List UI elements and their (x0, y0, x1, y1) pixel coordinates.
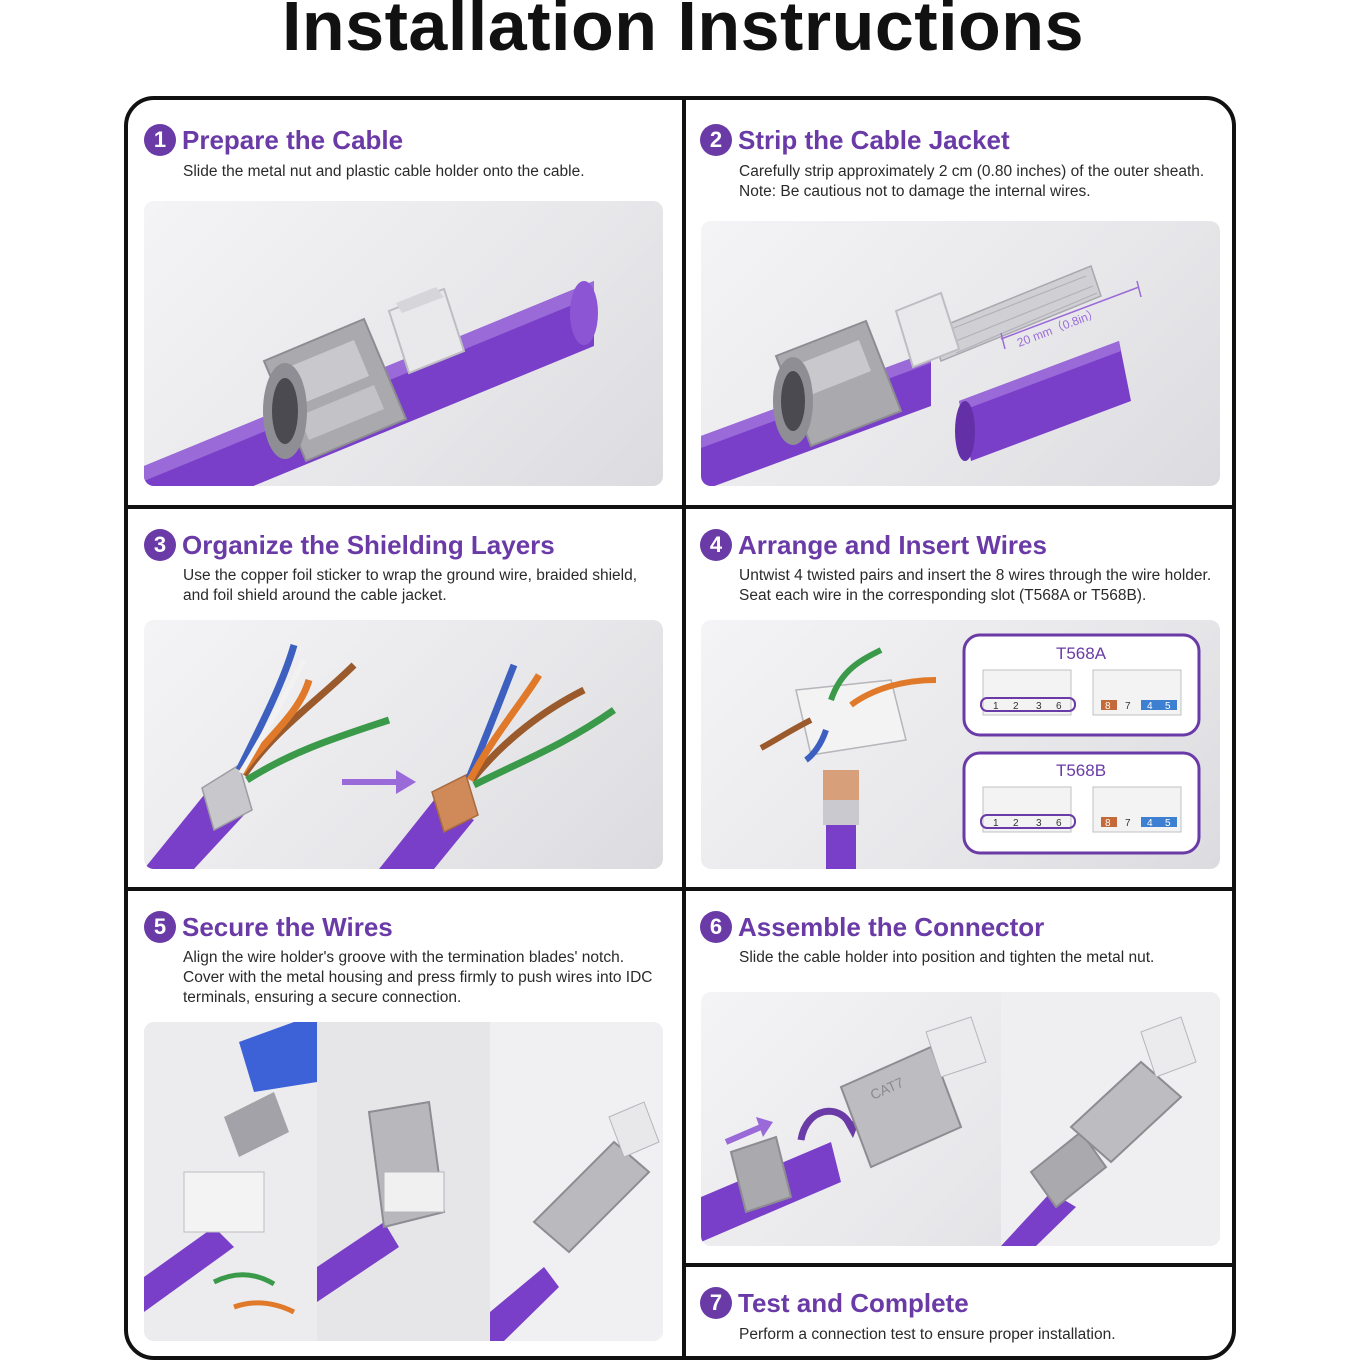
cable-before (144, 644, 391, 869)
row-divider-1 (128, 505, 1232, 509)
step-4-card: 4 Arrange and Insert Wires Untwist 4 twi… (686, 509, 1232, 887)
connector-assembled (1001, 1016, 1197, 1246)
step-7-number: 7 (700, 1287, 732, 1319)
step-1-number: 1 (144, 124, 176, 156)
step-6-card: 6 Assemble the Connector Slide the cable… (686, 891, 1232, 1263)
metal-nut (773, 319, 903, 448)
step-2-card: 2 Strip the Cable Jacket Carefully strip… (686, 100, 1232, 505)
step-1-title: Prepare the Cable (182, 124, 404, 155)
metal-housing-panel-2 (317, 1100, 446, 1302)
t568a-slot-5: 5 (1165, 701, 1171, 712)
step-5-number: 5 (144, 911, 176, 943)
t568a-slots-left: 1 (993, 701, 999, 712)
step-1-card: 1 Prepare the Cable Slide the metal nut … (128, 100, 682, 505)
t568a-slot-8: 8 (1105, 701, 1111, 712)
row-divider-3 (684, 1263, 1232, 1267)
t568b-slot-1: 1 (993, 818, 999, 829)
step-6-title: Assemble the Connector (738, 911, 1045, 942)
step-4-title: Arrange and Insert Wires (738, 529, 1047, 560)
step-7-card: 7 Test and Complete Perform a connection… (686, 1267, 1232, 1356)
t568a-slot-7: 7 (1125, 701, 1131, 712)
step-2-number: 2 (700, 124, 732, 156)
step-4-illustration: T568A 1 2 3 6 8 7 4 5 T568 (701, 620, 1220, 869)
step-2-description: Carefully strip approximately 2 cm (0.80… (739, 163, 1205, 200)
step-5-illustration (144, 1022, 663, 1341)
t568a-label: T568A (1056, 644, 1107, 663)
row-divider-2 (128, 887, 1232, 891)
t568b-slot-7: 7 (1125, 818, 1131, 829)
assembled-connector-panel-3 (490, 1101, 660, 1341)
t568b-slot-4: 4 (1147, 818, 1153, 829)
crimp-tool (224, 1022, 317, 1157)
step-4-number: 4 (700, 529, 732, 561)
step-3-number: 3 (144, 529, 176, 561)
step-7-title: Test and Complete (738, 1287, 969, 1318)
page-title: Installation Instructions (281, 0, 1085, 65)
instructions-frame: 1 Prepare the Cable Slide the metal nut … (124, 96, 1236, 1360)
plastic-cable-holder (387, 287, 466, 375)
wire-holder-panel-1 (144, 1171, 296, 1315)
step-5-title: Secure the Wires (182, 911, 393, 942)
step-3-card: 3 Organize the Shielding Layers Use the … (128, 509, 682, 887)
t568a-slot-2: 2 (1013, 701, 1019, 712)
connector-before-tightening: CAT7 (701, 1016, 987, 1242)
step-3-description: Use the copper foil sticker to wrap the … (183, 567, 638, 604)
wire-holder (759, 647, 937, 869)
t568b-slot-3: 3 (1036, 818, 1042, 829)
t568b-diagram: T568B 1 2 3 6 8 7 4 5 (962, 751, 1201, 855)
step-5-card: 5 Secure the Wires Align the wire holder… (128, 891, 682, 1356)
arrow-icon (342, 770, 416, 794)
step-6-illustration: CAT7 (701, 992, 1220, 1246)
step-4-description: Untwist 4 twisted pairs and insert the 8… (739, 567, 1212, 604)
t568a-slot-4: 4 (1147, 701, 1153, 712)
t568a-slot-6: 6 (1056, 701, 1062, 712)
step-3-title: Organize the Shielding Layers (182, 529, 555, 560)
step-1-illustration (144, 201, 663, 486)
step-1-description: Slide the metal nut and plastic cable ho… (183, 163, 585, 180)
t568b-label: T568B (1056, 761, 1106, 780)
vertical-divider (682, 100, 686, 1356)
cable-after (379, 663, 617, 869)
step-7-description: Perform a connection test to ensure prop… (739, 1326, 1116, 1343)
metal-nut (262, 317, 408, 463)
t568b-slot-5: 5 (1165, 818, 1171, 829)
step-2-title: Strip the Cable Jacket (738, 124, 1010, 155)
step-5-description: Align the wire holder's groove with the … (183, 949, 653, 1006)
t568b-slot-6: 6 (1056, 818, 1062, 829)
step-3-illustration (144, 620, 663, 869)
t568a-diagram: T568A 1 2 3 6 8 7 4 5 (962, 633, 1201, 737)
t568b-slot-2: 2 (1013, 818, 1019, 829)
step-6-number: 6 (700, 911, 732, 943)
step-6-description: Slide the cable holder into position and… (739, 949, 1155, 966)
t568a-slot-3: 3 (1036, 701, 1042, 712)
arrow-icon (724, 1117, 773, 1145)
rotate-arrow-icon (797, 1107, 859, 1141)
t568b-slot-8: 8 (1105, 818, 1111, 829)
step-2-illustration: 20 mm（0.8in） (701, 221, 1220, 486)
stripped-jacket (955, 341, 1131, 461)
